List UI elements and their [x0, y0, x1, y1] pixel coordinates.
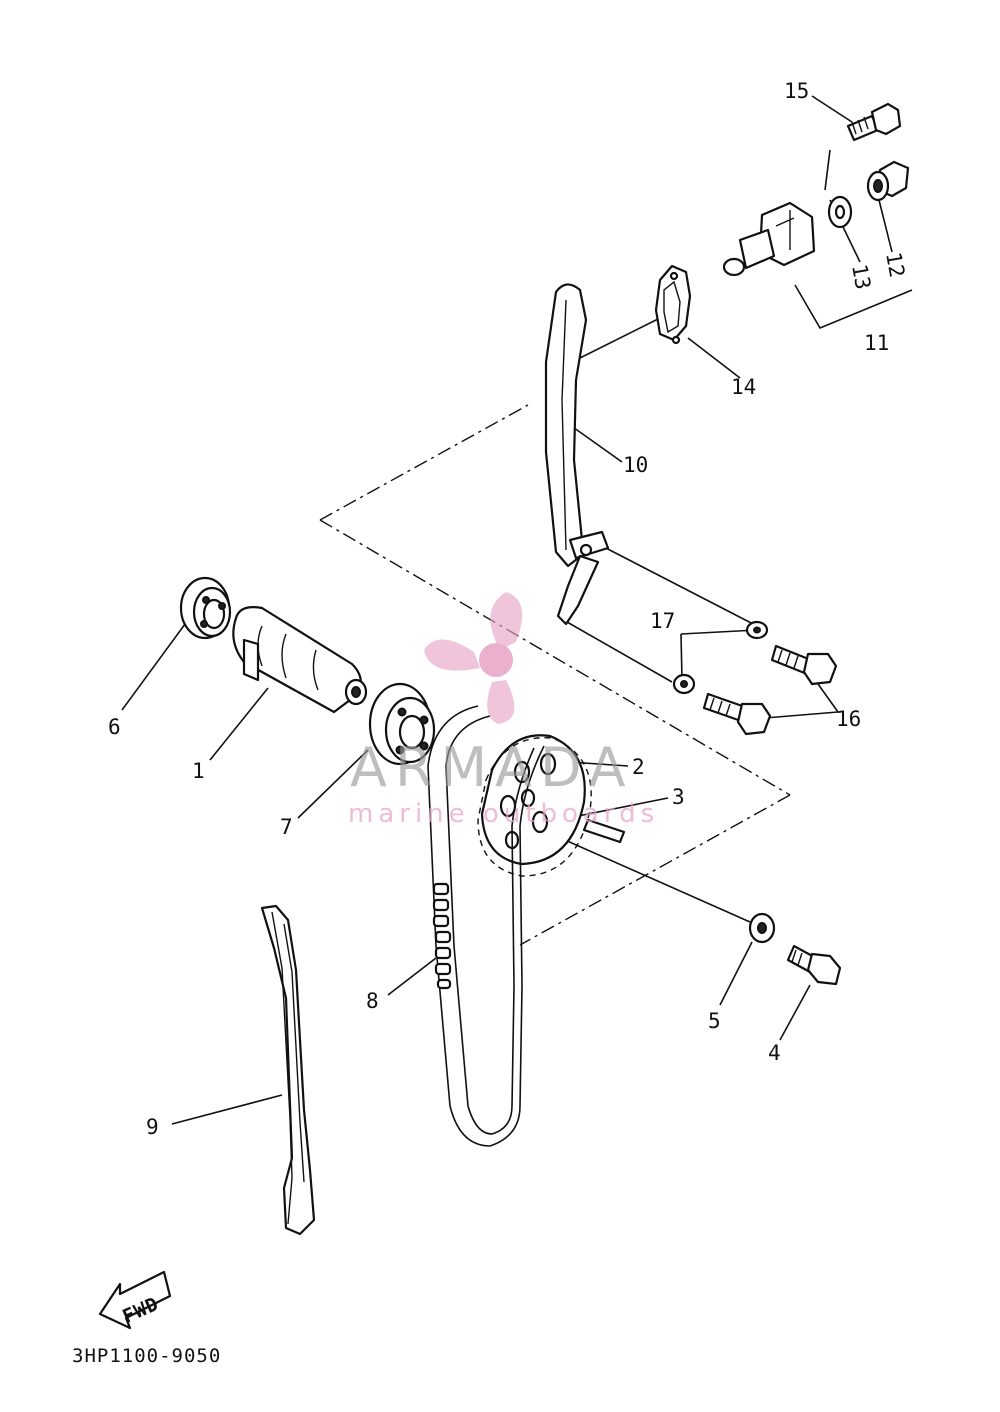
bolt-4: [786, 944, 842, 986]
propeller-blade: [490, 592, 523, 650]
bearing-7: [368, 682, 436, 766]
callout-3: 3: [672, 785, 685, 809]
callout-4: 4: [768, 1041, 781, 1065]
propeller-logo-icon: [424, 592, 523, 724]
callout-13: 13: [847, 262, 875, 291]
callout-5: 5: [708, 1009, 721, 1033]
callout-labels: 15 12 13 11 14 10 17 16 6 1 2 3 7 8 5 4 …: [108, 79, 909, 1139]
camshaft-1: [232, 606, 368, 714]
leader-lines: [121, 95, 913, 1125]
bearing-6: [179, 576, 232, 640]
callout-9: 9: [146, 1115, 159, 1139]
drawing-number: 3HP1100-9050: [72, 1345, 221, 1367]
dowel-pin-3: [582, 818, 626, 844]
cap-bolt-12: [866, 160, 910, 202]
reference-lines: [319, 404, 791, 946]
callout-11: 11: [864, 331, 889, 355]
callout-2: 2: [632, 755, 645, 779]
fwd-arrow-icon: FWD: [98, 1270, 172, 1330]
callout-14: 14: [731, 375, 756, 399]
bolt-16a: [770, 644, 838, 686]
callout-15: 15: [784, 79, 809, 103]
callout-16: 16: [836, 707, 861, 731]
washer-17a: [745, 620, 769, 640]
callout-17: 17: [650, 609, 675, 633]
propeller-hub: [479, 643, 513, 677]
washer-13: [827, 195, 853, 229]
callout-8: 8: [366, 989, 379, 1013]
chain-guide-10: [544, 283, 610, 626]
chain-tensioner-11: [722, 201, 816, 277]
bolt-16b: [702, 692, 772, 736]
propeller-blade: [487, 680, 515, 724]
callout-12: 12: [881, 250, 909, 279]
washer-5: [748, 912, 776, 944]
armada-watermark: ARMADA marine outboards: [348, 592, 659, 829]
gasket-14: [654, 264, 692, 345]
washer-17b: [672, 673, 696, 695]
propeller-blade: [424, 639, 480, 671]
bolt-15: [846, 102, 902, 142]
callout-10: 10: [623, 453, 648, 477]
timing-chain-8: [427, 705, 545, 1147]
chain-guide-9: [260, 904, 316, 1236]
watermark-tagline: marine outboards: [348, 799, 659, 829]
callout-1: 1: [192, 759, 205, 783]
watermark-brand: ARMADA: [350, 736, 634, 799]
callout-6: 6: [108, 715, 121, 739]
callout-7: 7: [280, 815, 293, 839]
